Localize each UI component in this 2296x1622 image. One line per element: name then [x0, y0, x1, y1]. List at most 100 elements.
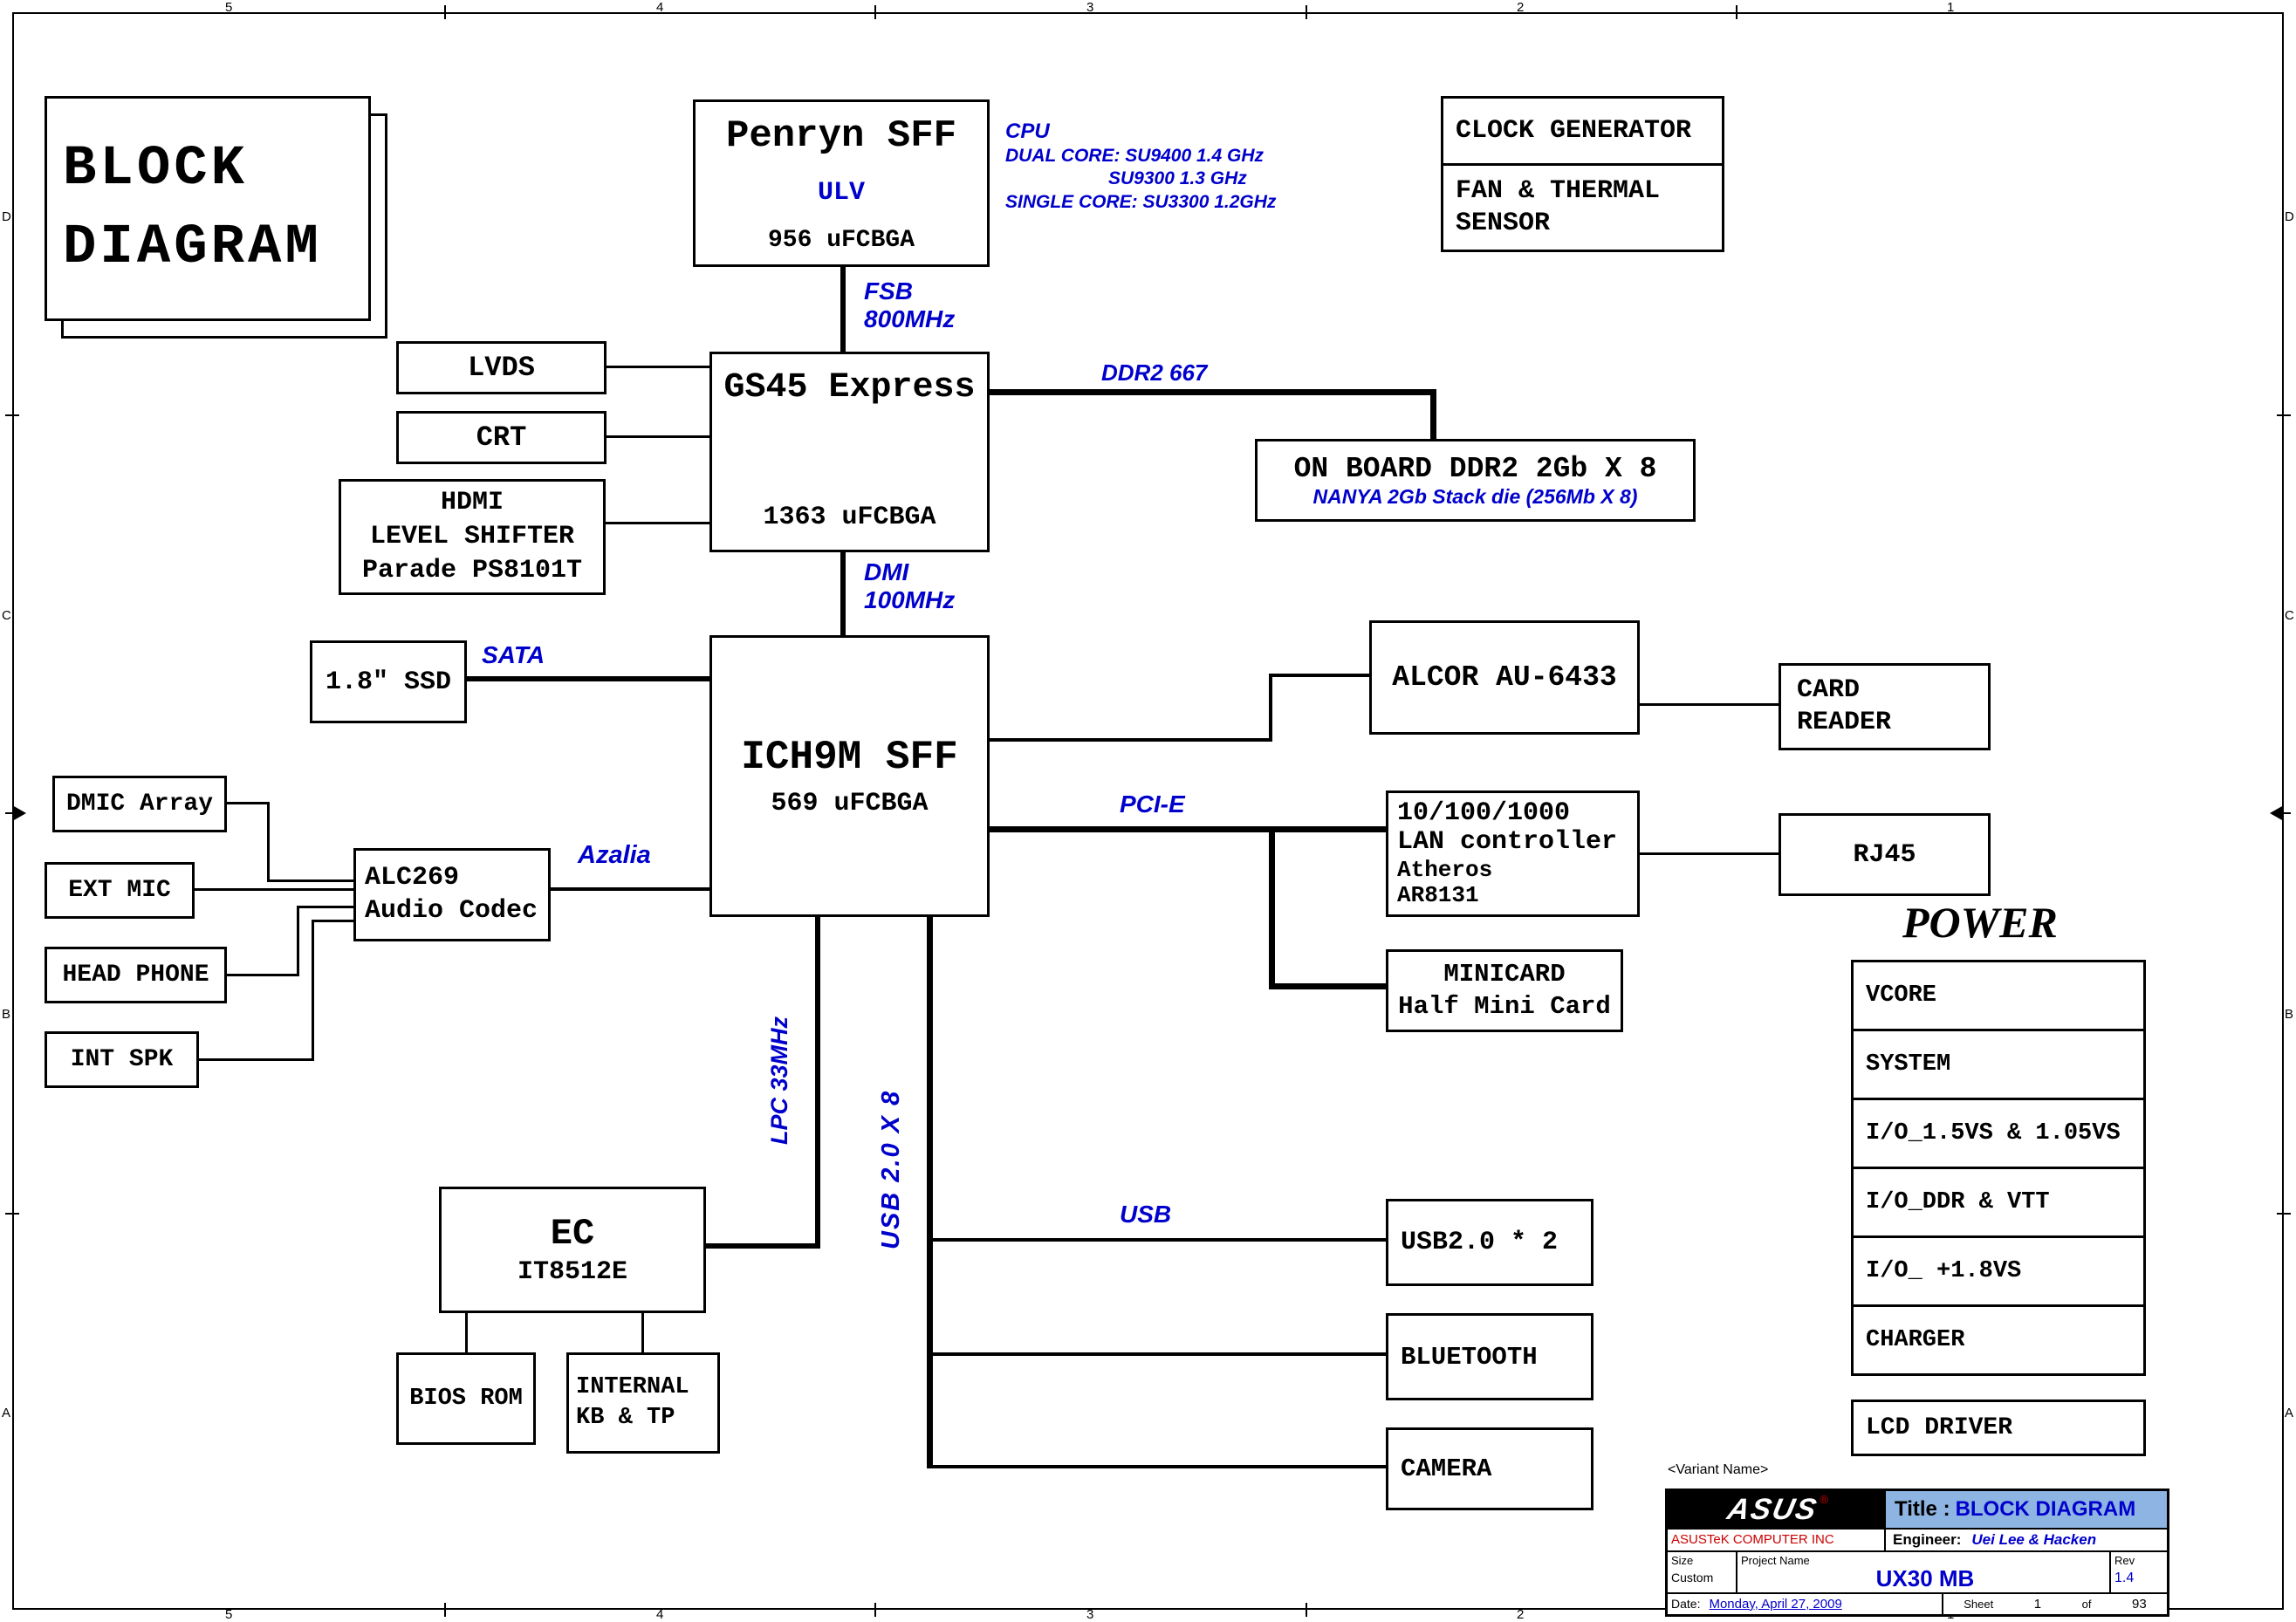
int-spk-wire	[312, 920, 355, 922]
dmi-label: DMI 100MHz	[864, 558, 955, 614]
hdmi-line3: Parade PS8101T	[361, 556, 583, 585]
lpc-label: LPC 33MHz	[766, 1016, 792, 1145]
edge-arrow-icon	[2270, 806, 2282, 820]
ruler-tick	[2277, 812, 2291, 814]
ruler-row-label: A	[2, 1406, 11, 1420]
audio-codec-line2: Audio Codec	[365, 895, 538, 926]
clock-generator-block: CLOCK GENERATOR	[1441, 96, 1724, 166]
asus-logo: ASUS ®	[1668, 1491, 1886, 1529]
lpc-bus-wire	[815, 917, 820, 1249]
camera-wire	[933, 1465, 1388, 1468]
company-name: ASUSTeK COMPUTER INC	[1671, 1532, 1834, 1548]
dmic-wire	[267, 802, 270, 882]
usb-label: USB	[1120, 1201, 1172, 1228]
clock-generator-label: CLOCK GENERATOR	[1456, 116, 1692, 146]
hdmi-wire	[606, 522, 711, 524]
azalia-label: Azalia	[578, 841, 651, 869]
crt-block: CRT	[396, 411, 607, 464]
dmi-bus-wire	[840, 551, 846, 637]
ruler-row-label: B	[2, 1007, 11, 1022]
ruler-col-label: 3	[1086, 0, 1094, 15]
power-rail-io15: I/O_1.5VS & 1.05VS	[1851, 1098, 2146, 1169]
cpu-note-line1: CPU	[1005, 120, 1050, 143]
rev-label: Rev	[2114, 1553, 2135, 1567]
lan-line2: LAN controller	[1397, 827, 1618, 858]
onboard-ddr2-line1: ON BOARD DDR2 2Gb X 8	[1293, 452, 1657, 485]
fsb-label-line2: 800MHz	[864, 305, 956, 333]
pcie-label: PCI-E	[1120, 790, 1185, 818]
total-pages: 93	[2132, 1596, 2147, 1612]
title-block: ASUS ® Title : BLOCK DIAGRAM ASUSTeK COM…	[1665, 1489, 2169, 1617]
bluetooth-block: BLUETOOTH	[1386, 1313, 1593, 1400]
onboard-ddr2-line2: NANYA 2Gb Stack die (256Mb X 8)	[1312, 484, 1638, 508]
ruler-row-label: D	[2, 209, 11, 224]
audio-codec-block: ALC269 Audio Codec	[353, 848, 551, 941]
minicard-line1: MINICARD	[1443, 960, 1566, 989]
bluetooth-wire	[933, 1352, 1388, 1356]
usb2-wire	[933, 1238, 1388, 1242]
engineer-label: Engineer:	[1893, 1530, 1962, 1548]
headphone-block: HEAD PHONE	[45, 947, 227, 1003]
page-border	[12, 12, 2284, 1610]
ruler-col-label: 5	[225, 0, 233, 15]
cpu-note: CPU DUAL CORE: SU9400 1.4 GHz SU9300 1.3…	[1005, 119, 1276, 214]
ec-name: EC	[550, 1213, 595, 1256]
dmic-wire	[227, 802, 270, 804]
cpu-note-line4: SINGLE CORE: SU3300 1.2GHz	[1005, 191, 1277, 212]
dmic-wire	[267, 879, 355, 882]
ruler-col-label: 5	[225, 1607, 233, 1622]
gs45-name: GS45 Express	[723, 368, 976, 407]
asus-logo-text: ASUS	[1724, 1492, 1821, 1526]
ruler-tick	[5, 414, 19, 416]
usb2-block: USB2.0 * 2	[1386, 1199, 1593, 1286]
ruler-col-label: 3	[1086, 1607, 1094, 1622]
cpu-name: Penryn SFF	[725, 114, 957, 158]
ruler-row-label: C	[2, 608, 11, 623]
audio-codec-line1: ALC269	[365, 863, 460, 893]
rj45-wire	[1640, 852, 1780, 855]
sata-label: SATA	[482, 641, 545, 668]
power-rail-system: SYSTEM	[1851, 1029, 2146, 1100]
ruler-tick	[1306, 5, 1307, 19]
rev-value: 1.4	[2114, 1570, 2135, 1585]
lcd-driver-block: LCD DRIVER	[1851, 1400, 2146, 1456]
cpu-variant: ULV	[817, 177, 865, 208]
pcie-bus-wire	[990, 826, 1388, 832]
power-rail-charger: CHARGER	[1851, 1304, 2146, 1376]
usb-bus-wire	[927, 917, 933, 1468]
of-label: of	[2081, 1597, 2092, 1611]
lvds-wire	[607, 366, 711, 368]
lan-line4: AR8131	[1397, 882, 1479, 909]
ec-block: EC IT8512E	[439, 1187, 706, 1313]
dmic-array-block: DMIC Array	[52, 776, 227, 832]
title-value: BLOCK DIAGRAM	[1955, 1497, 2136, 1522]
onboard-ddr2-block: ON BOARD DDR2 2Gb X 8 NANYA 2Gb Stack di…	[1255, 439, 1696, 522]
date-value: Monday, April 27, 2009	[1709, 1596, 1842, 1612]
ddr2-bus-wire	[990, 389, 1436, 395]
ruler-col-label: 1	[1947, 0, 1955, 15]
cpu-block: Penryn SFF ULV 956 uFCBGA	[693, 99, 990, 267]
fan-thermal-line1: FAN & THERMAL	[1456, 175, 1661, 206]
variant-name: <Variant Name>	[1668, 1462, 1769, 1477]
lan-block: 10/100/1000 LAN controller Atheros AR813…	[1386, 790, 1640, 917]
sheet-label: Sheet	[1964, 1597, 1994, 1611]
sheet-value: 1	[2033, 1596, 2042, 1612]
ruler-row-label: A	[2285, 1406, 2294, 1420]
ich9m-name: ICH9M SFF	[741, 734, 958, 780]
azalia-wire	[551, 887, 711, 891]
alcor-wire	[1269, 674, 1371, 677]
hdmi-line1: HDMI	[440, 488, 504, 517]
hdmi-block: HDMI LEVEL SHIFTER Parade PS8101T	[339, 479, 606, 595]
ruler-row-label: D	[2285, 209, 2294, 224]
lan-line3: Atheros	[1397, 856, 1493, 883]
ec-chip: IT8512E	[517, 1256, 628, 1287]
usb8-label: USB 2.0 X 8	[877, 1089, 905, 1249]
ruler-row-label: C	[2285, 608, 2294, 623]
ruler-col-label: 4	[656, 1607, 664, 1622]
minicard-wire	[1269, 983, 1388, 989]
crt-wire	[607, 435, 711, 438]
lpc-bus-wire	[706, 1243, 820, 1249]
headphone-wire	[227, 974, 299, 976]
gs45-package: 1363 uFCBGA	[763, 503, 936, 532]
ext-mic-wire	[195, 888, 355, 891]
